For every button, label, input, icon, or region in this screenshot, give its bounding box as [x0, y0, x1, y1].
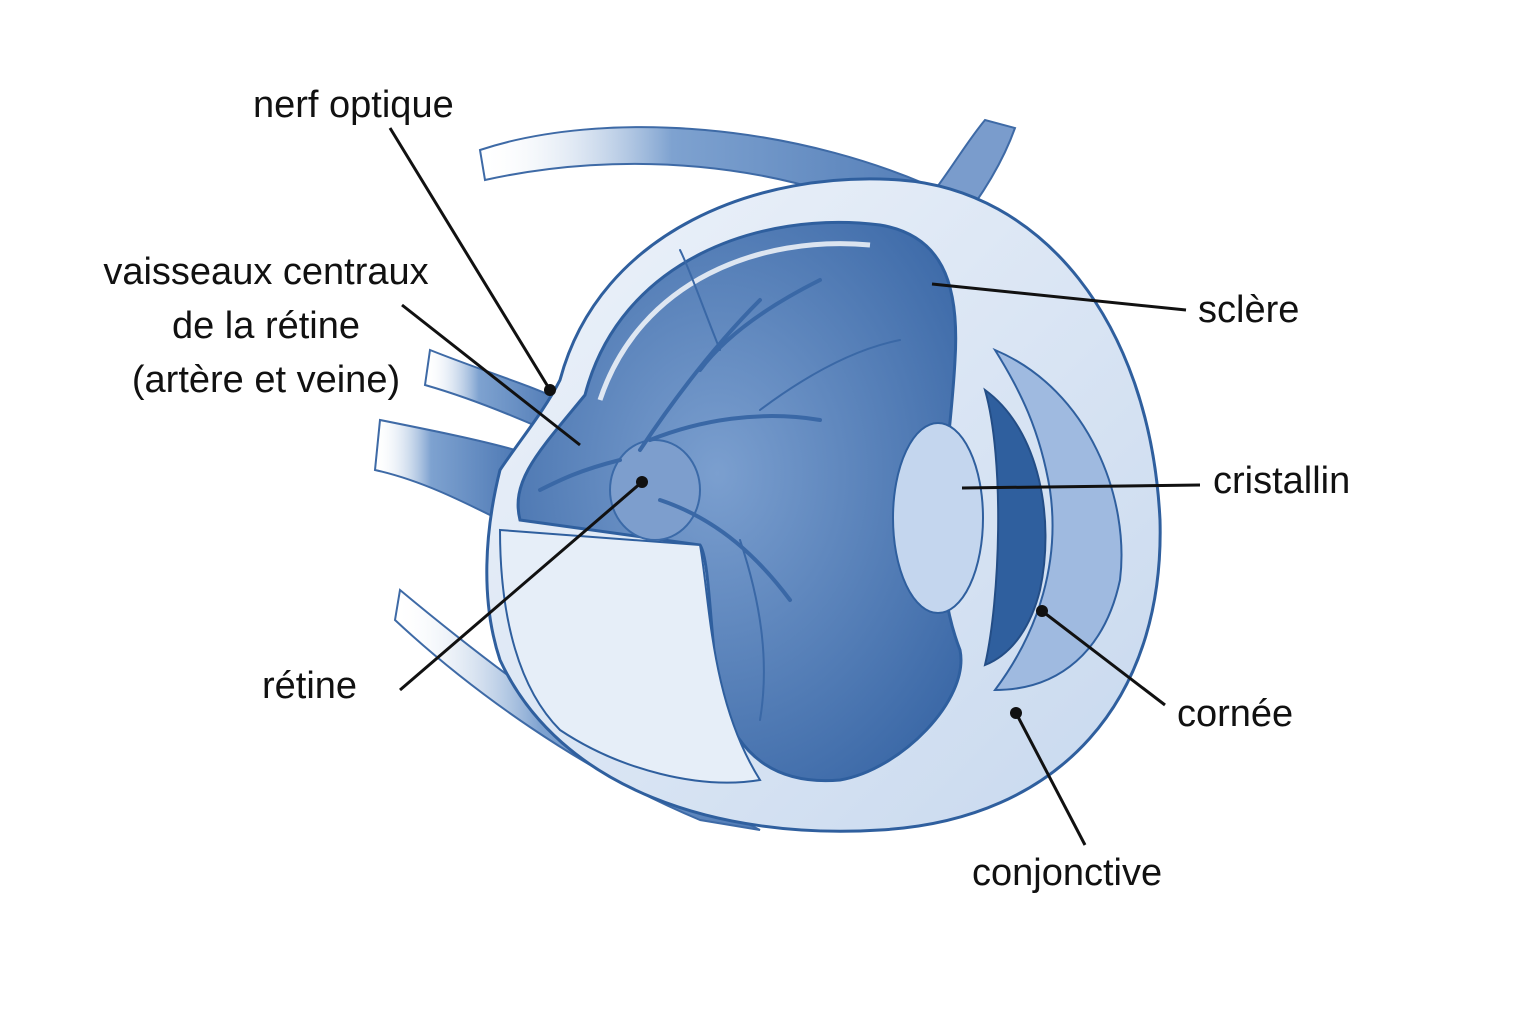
iris	[983, 387, 1047, 667]
leader-cornea	[1041, 609, 1166, 707]
leader-dots	[544, 384, 1048, 719]
label-vessels-line1: vaisseaux centraux	[103, 251, 429, 293]
dot-optic-nerve	[544, 384, 556, 396]
cut-face	[498, 528, 762, 784]
label-retina: rétine	[262, 665, 358, 707]
dot-retina	[636, 476, 648, 488]
label-cornea: cornée	[1177, 693, 1294, 735]
leader-sclera	[931, 282, 1187, 312]
optic-disc	[609, 439, 701, 541]
lens	[892, 422, 984, 614]
vitreous-cavity	[516, 221, 963, 783]
label-conjunctiva: conjonctive	[972, 852, 1163, 894]
label-lens: cristallin	[1213, 460, 1351, 502]
leader-optic-nerve	[388, 127, 552, 391]
dot-cornea	[1036, 605, 1048, 617]
leader-lines	[388, 127, 1201, 846]
leader-conjunctiva	[1014, 712, 1087, 846]
cornea	[992, 347, 1123, 692]
leader-lens	[961, 483, 1201, 490]
leader-vessels	[401, 303, 581, 447]
label-vessels-line3: (artère et veine)	[131, 359, 401, 401]
leader-retina	[399, 480, 643, 692]
label-vessels-line2: de la rétine	[171, 305, 360, 347]
label-sclera: sclère	[1198, 289, 1300, 331]
dot-conjunctiva	[1010, 707, 1022, 719]
retinal-vessels	[538, 249, 901, 721]
label-optic-nerve: nerf optique	[253, 84, 454, 126]
